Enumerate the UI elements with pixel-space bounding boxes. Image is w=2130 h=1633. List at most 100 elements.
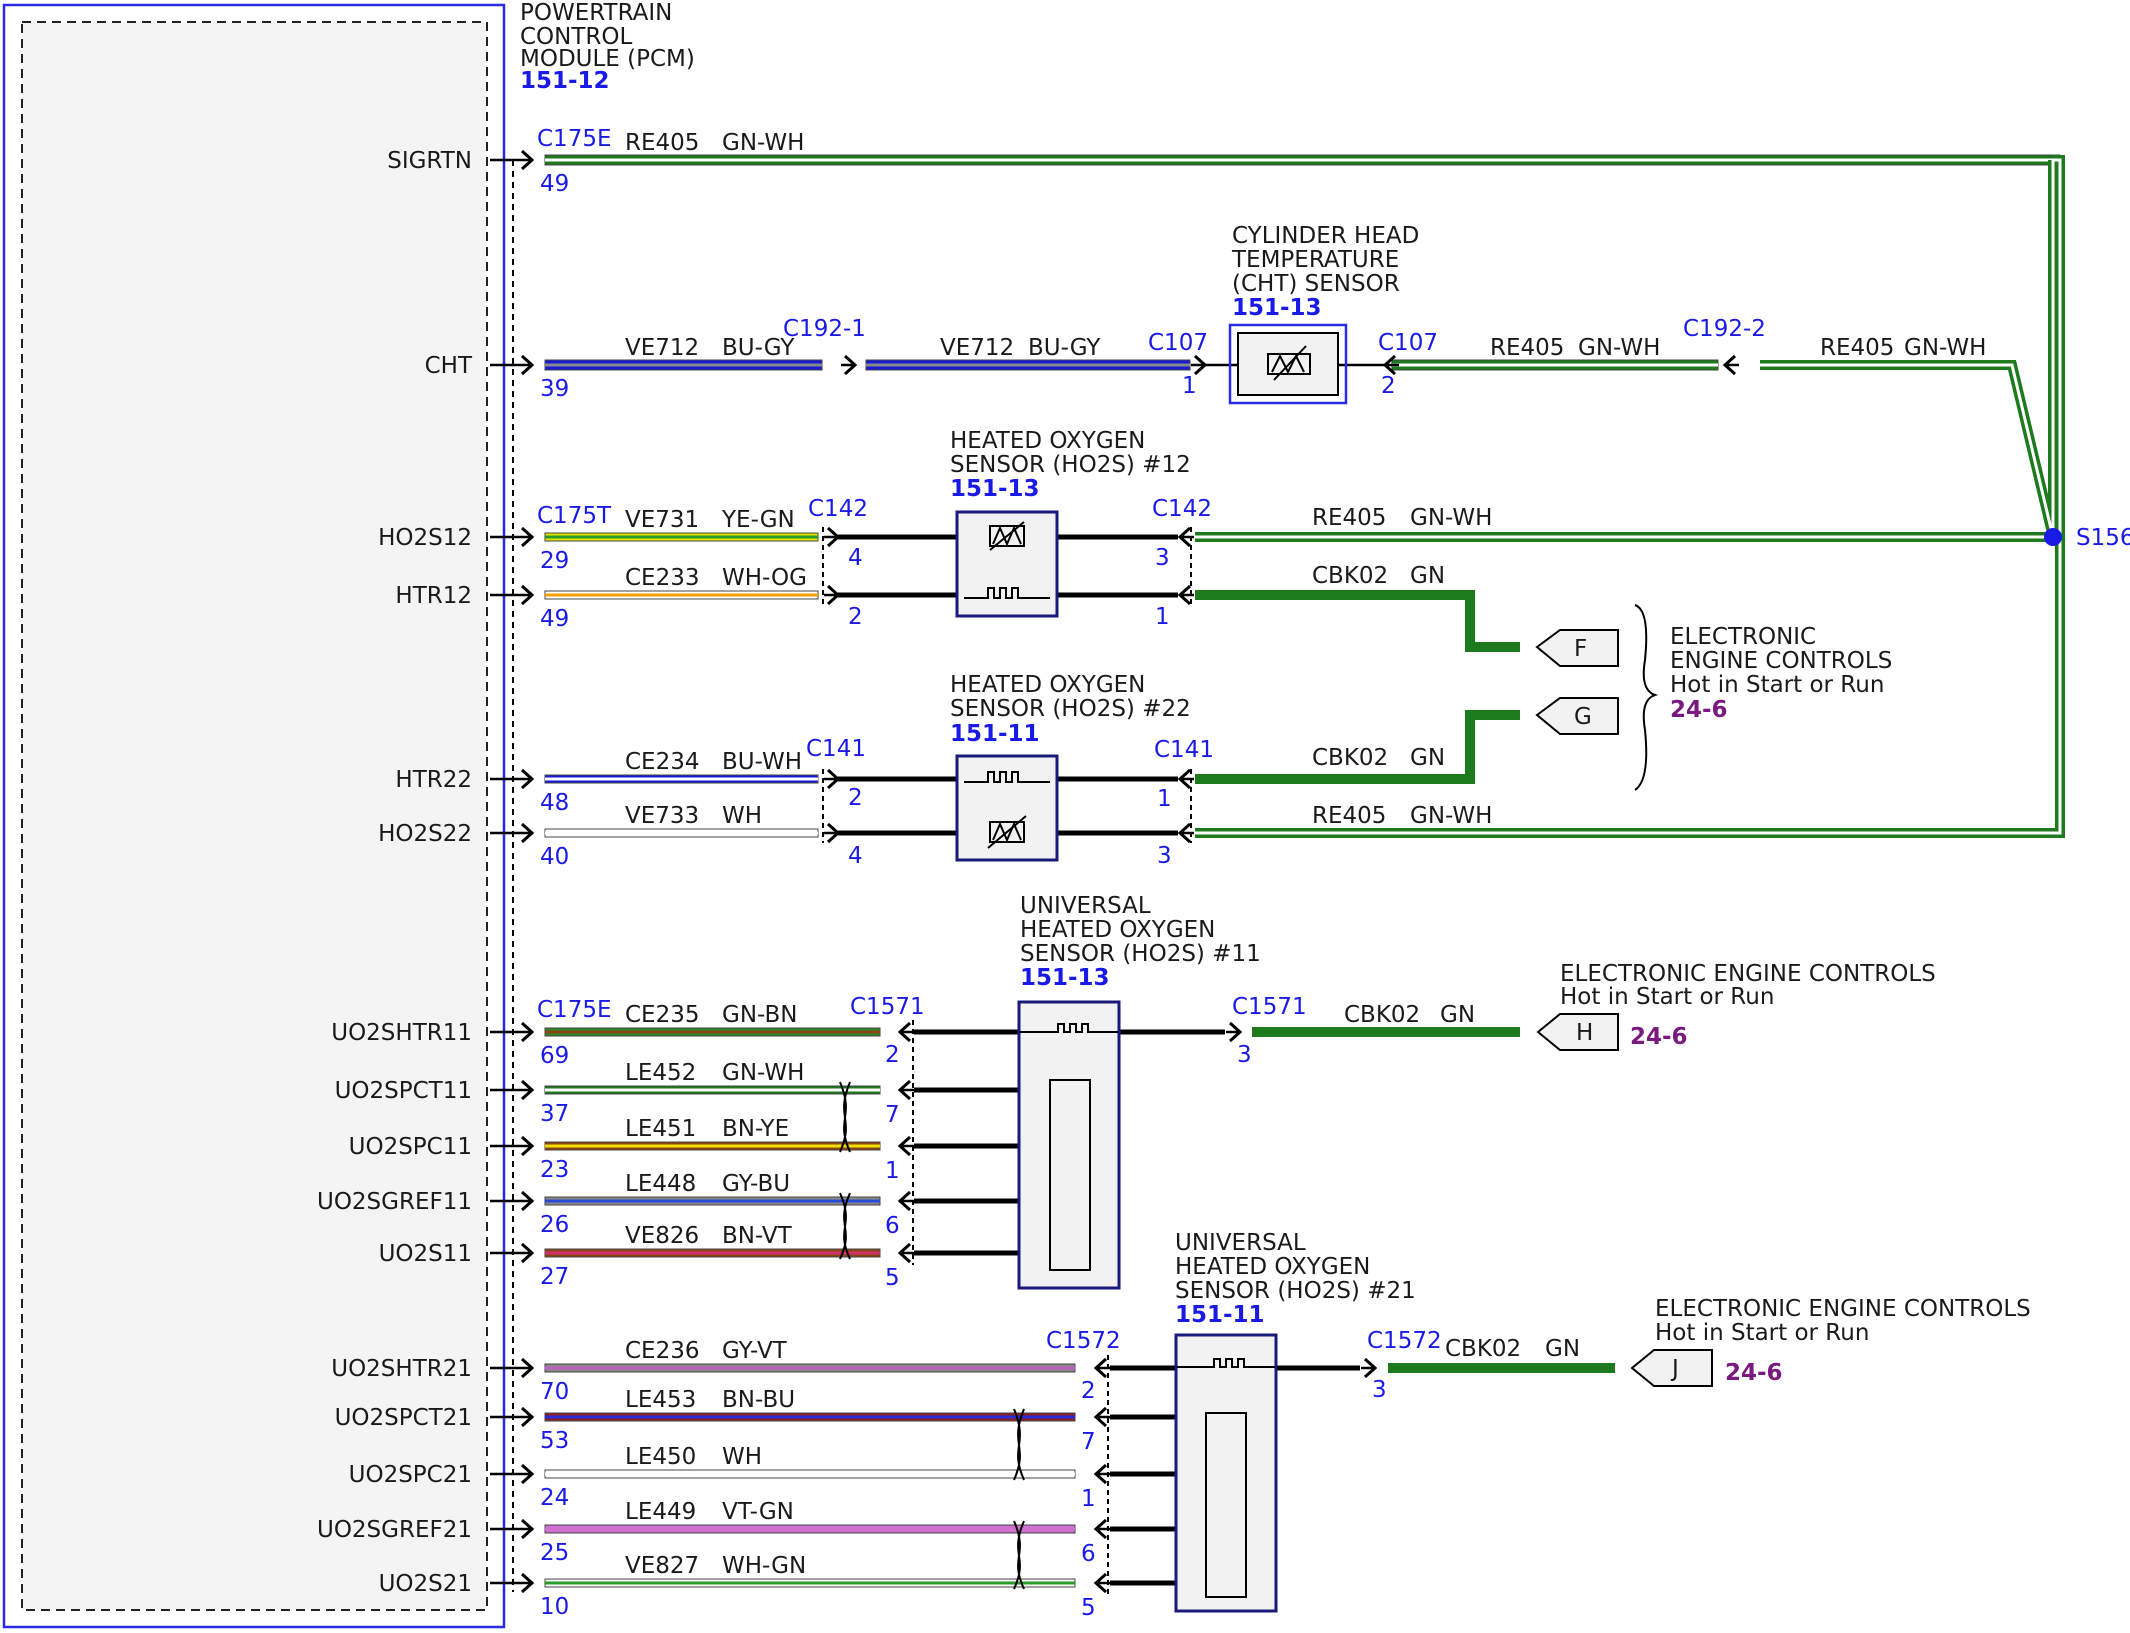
svg-text:TEMPERATURE: TEMPERATURE [1231, 247, 1399, 273]
svg-text:Hot in Start or Run: Hot in Start or Run [1670, 672, 1884, 698]
pin-arrow-icon [516, 1357, 534, 1379]
pcm-pin-label: HTR22 [395, 767, 472, 793]
pcm-pin-label: HO2S12 [378, 525, 472, 551]
wire-circuit-label: CE234 [625, 749, 700, 775]
ho2s12-sensor [955, 510, 1059, 618]
pcm-pin-label: UO2SPCT21 [335, 1405, 472, 1431]
wire-ce233 [544, 590, 819, 600]
pcm-pin-label: HO2S22 [378, 821, 472, 847]
pin-arrow-icon [516, 1190, 534, 1212]
uho2s21-pin: 6 [1081, 1541, 1096, 1567]
wire-ve827 [544, 1578, 1076, 1588]
pcm-title: POWERTRAIN CONTROL MODULE (PCM) 151-12 [520, 0, 695, 94]
pin-arrow-icon [516, 1242, 534, 1264]
svg-text:C141: C141 [806, 736, 866, 762]
wire-re405 [544, 154, 2061, 166]
svg-text:RE405: RE405 [1312, 803, 1386, 829]
wire-color-label: WH-OG [722, 565, 807, 591]
pin-arrow-icon [516, 1406, 534, 1428]
svg-text:SENSOR (HO2S) #12: SENSOR (HO2S) #12 [950, 452, 1191, 478]
wire-le448 [544, 1196, 881, 1206]
svg-text:Hot in Start or Run: Hot in Start or Run [1655, 1320, 1869, 1346]
svg-text:SENSOR (HO2S) #22: SENSOR (HO2S) #22 [950, 696, 1191, 722]
wire-color-label: GN-WH [722, 1060, 804, 1086]
svg-text:ELECTRONIC: ELECTRONIC [1670, 624, 1816, 650]
svg-text:J: J [1670, 1356, 1679, 1382]
pcm-pin-labels: SIGRTNCHTHO2S12HTR12HTR22HO2S22UO2SHTR11… [317, 148, 473, 1597]
wire-re405-splice-bus [1195, 155, 2065, 838]
uho2s21-pin: 5 [1081, 1595, 1096, 1621]
pin-arrow-icon [516, 584, 534, 606]
svg-text:SENSOR (HO2S) #11: SENSOR (HO2S) #11 [1020, 941, 1261, 967]
svg-text:CYLINDER HEAD: CYLINDER HEAD [1232, 223, 1419, 249]
svg-text:3: 3 [1237, 1042, 1252, 1068]
power-fg-label: ELECTRONIC ENGINE CONTROLS Hot in Start … [1634, 604, 1892, 791]
svg-text:C1571: C1571 [850, 994, 925, 1020]
wire-circuit-label: LE448 [625, 1171, 696, 1197]
pcm-pin-number: 49 [540, 606, 569, 632]
pcm-pin-number: 48 [540, 790, 569, 816]
svg-text:C141: C141 [1154, 737, 1214, 763]
svg-text:CBK02: CBK02 [1312, 563, 1388, 589]
pcm-pin-label: UO2SHTR21 [331, 1356, 472, 1382]
svg-text:C142: C142 [1152, 496, 1212, 522]
pcm-pin-label: HTR12 [395, 583, 472, 609]
wire-color-label: BN-YE [722, 1116, 789, 1142]
svg-text:2: 2 [848, 604, 863, 630]
pcm-pin-label: UO2SPC21 [349, 1462, 472, 1488]
svg-text:C1572: C1572 [1046, 1328, 1121, 1354]
uho2s21-sensor [1174, 1333, 1278, 1613]
svg-text:151-13: 151-13 [1232, 295, 1322, 321]
wire-color-label: BN-BU [722, 1387, 795, 1413]
svg-text:GN: GN [1545, 1336, 1580, 1362]
wire-circuit-label: LE451 [625, 1116, 696, 1142]
wire-circuit-label: LE452 [625, 1060, 696, 1086]
uho2s11-pin: 5 [885, 1265, 900, 1291]
wire-re405-cht [1391, 359, 1719, 371]
svg-text:HEATED OXYGEN: HEATED OXYGEN [1175, 1254, 1370, 1280]
wire-le453 [544, 1412, 1076, 1422]
pin-arrow-icon [516, 1135, 534, 1157]
uho2s21-pin: 7 [1081, 1429, 1096, 1455]
pin-arrow-icon [516, 1463, 534, 1485]
svg-text:ELECTRONIC ENGINE CONTROLS: ELECTRONIC ENGINE CONTROLS [1655, 1296, 2031, 1322]
pcm-pin-label: UO2S21 [379, 1571, 472, 1597]
pcm-pin-arrows [490, 149, 534, 1594]
pcm-module [2, 3, 514, 1629]
pin-arrow-icon [516, 822, 534, 844]
svg-text:ELECTRONIC ENGINE CONTROLS: ELECTRONIC ENGINE CONTROLS [1560, 961, 1936, 987]
wire-circuit-label: LE449 [625, 1499, 696, 1525]
wire-color-label: YE-GN [721, 507, 795, 533]
svg-text:CONTROL: CONTROL [520, 24, 633, 50]
wire-circuit-label: VE731 [625, 507, 699, 533]
svg-text:GN-WH: GN-WH [1904, 335, 1986, 361]
wire-color-label: GN-BN [722, 1002, 798, 1028]
svg-text:C192-2: C192-2 [1683, 316, 1766, 342]
pin-arrow-icon [516, 1079, 534, 1101]
pcm-pin-label: SIGRTN [387, 148, 472, 174]
svg-text:GN-WH: GN-WH [1410, 505, 1492, 531]
pcm-pin-label: UO2SGREF11 [317, 1189, 472, 1215]
power-connector-g: G [1535, 697, 1619, 735]
svg-text:4: 4 [848, 843, 863, 869]
svg-text:C142: C142 [808, 496, 868, 522]
wire-le450 [544, 1469, 1076, 1479]
svg-text:CBK02: CBK02 [1445, 1336, 1521, 1362]
svg-text:3: 3 [1157, 843, 1172, 869]
svg-text:GN: GN [1440, 1002, 1475, 1028]
wire-ve712-mid [865, 359, 1191, 371]
pcm-pin-number: 69 [540, 1043, 569, 1069]
uho2s11-labels: UNIVERSAL HEATED OXYGEN SENSOR (HO2S) #1… [850, 893, 1936, 1068]
svg-text:F: F [1574, 636, 1587, 662]
wire-circuit-label: CE235 [625, 1002, 700, 1028]
wire-circuit-label: LE453 [625, 1387, 696, 1413]
svg-text:CBK02: CBK02 [1344, 1002, 1420, 1028]
pcm-pin-number: 40 [540, 844, 569, 870]
connector-c175e-top: C175E [537, 126, 612, 152]
pcm-pin-label: UO2SHTR11 [331, 1020, 472, 1046]
svg-text:151-12: 151-12 [520, 68, 610, 94]
wire-circuit-label: VE827 [625, 1553, 699, 1579]
